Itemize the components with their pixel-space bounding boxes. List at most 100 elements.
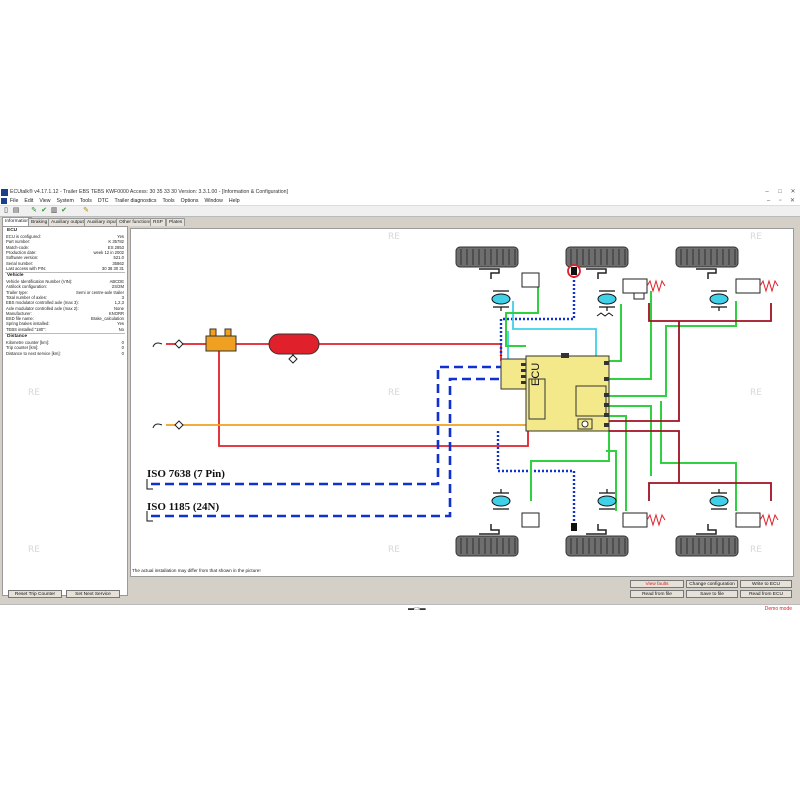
view-faults-button[interactable]: View faults <box>630 580 684 588</box>
air-reservoir <box>268 333 320 355</box>
change-configuration-button[interactable]: Change configuration <box>686 580 738 588</box>
info-row: ECU is configured:Yes <box>6 234 124 239</box>
height-sensor <box>596 312 614 317</box>
info-row: BSD file name:Brake_calculation <box>6 316 124 322</box>
check-icon[interactable]: ✔ <box>41 207 47 214</box>
tab-rsp[interactable]: RSP <box>150 218 166 226</box>
sensor-line-blue <box>496 276 576 529</box>
info-row: Software version:521.0 <box>6 255 124 261</box>
menu-help[interactable]: Help <box>228 198 240 204</box>
connection-icon: ▬▭▬ <box>408 606 426 612</box>
watermark: RE <box>388 232 400 242</box>
menu-bar: File Edit View System Tools DTC Trailer … <box>0 197 800 206</box>
menu-tools[interactable]: Tools <box>79 198 92 204</box>
toolbar: ▯ ▤ ✎ ✔ ▥ ✔ ✎ <box>0 206 800 217</box>
info-row: Production date:week 12 in 2002 <box>6 249 124 255</box>
child-minimize-icon[interactable]: – <box>766 198 771 204</box>
menu-tools-2[interactable]: Tools <box>162 198 175 204</box>
connector-bracket <box>146 479 153 522</box>
modulator-port-round <box>581 420 589 428</box>
set-next-service-button[interactable]: Set Next Service <box>66 590 120 598</box>
wheel-speed-sensor <box>571 523 577 531</box>
menu-view[interactable]: View <box>39 198 51 204</box>
tab-bar: Information Braking Auxiliary outputs Au… <box>0 217 800 226</box>
print-icon[interactable]: ▤ <box>12 207 20 214</box>
info-row: Serial number:35862 <box>6 260 124 266</box>
watermark: RE <box>388 388 400 398</box>
window-title: ECUtalk® v4.17.1.12 - Trailer EBS TEBS K… <box>10 189 288 195</box>
emergency-valve <box>205 328 237 352</box>
spring <box>646 279 779 527</box>
watermark: RE <box>28 388 40 398</box>
air-bellows <box>491 293 729 507</box>
close-icon[interactable]: ✕ <box>790 189 796 195</box>
electrical-line-blue <box>151 365 521 518</box>
minimize-icon[interactable]: – <box>765 189 769 195</box>
verify-icon[interactable]: ✔ <box>61 207 67 214</box>
installation-note: The actual installation may differ from … <box>132 568 261 573</box>
vehicle-heading: Vehicle <box>7 273 24 278</box>
watermark: RE <box>28 545 40 555</box>
schematic-svg: ECU ISO 7638 (7 Pin) ISO 1185 (24N) <box>146 246 779 557</box>
write-to-ecu-button[interactable]: Write to ECU <box>740 580 792 588</box>
info-row: Antilock configuration:2S/2M <box>6 284 124 290</box>
info-row: Trip counter [km]:0 <box>6 345 124 351</box>
distance-heading: Distance <box>7 334 27 339</box>
divider <box>5 333 125 334</box>
spring-brake-cylinder <box>622 278 761 528</box>
info-row: Vehicle Identification Number (VIN):ABCD… <box>6 279 124 284</box>
read-from-ecu-button[interactable]: Read from ECU <box>740 590 792 598</box>
info-row: Distance to next service [km]:0 <box>6 350 124 356</box>
connect-icon[interactable]: ✎ <box>31 207 37 214</box>
iso7638-label: ISO 7638 (7 Pin) <box>147 468 225 480</box>
sensor-box <box>521 272 645 528</box>
reset-trip-counter-button[interactable]: Reset Trip Counter <box>8 590 62 598</box>
child-close-icon[interactable]: ✕ <box>789 198 796 204</box>
menu-options[interactable]: Options <box>180 198 199 204</box>
menu-trailer-diagnostics[interactable]: Trailer diagnostics <box>114 198 157 204</box>
menu-window[interactable]: Window <box>204 198 223 204</box>
line-filter <box>174 339 298 430</box>
wrench-icon[interactable]: ✎ <box>83 207 89 214</box>
read-from-file-button[interactable]: Read from file <box>630 590 684 598</box>
brake-system-diagram: ECU ISO 7638 (7 Pin) ISO 1185 (24N) <box>130 228 794 577</box>
watermark: RE <box>388 545 400 555</box>
ebs-icon[interactable]: ▥ <box>50 207 58 214</box>
info-row: Part number:K 35782 <box>6 239 124 245</box>
menu-file[interactable]: File <box>10 198 19 204</box>
tab-other-functions[interactable]: Other functions <box>116 218 155 226</box>
save-to-file-button[interactable]: Save to file <box>686 590 738 598</box>
info-row: Axle modulator controlled axle (max 2):N… <box>6 305 124 311</box>
brake-actuator <box>479 268 717 535</box>
document-icon <box>1 198 7 204</box>
watermark: RE <box>750 545 762 555</box>
wheel <box>455 246 739 557</box>
demo-mode-indicator: Demo mode <box>764 606 792 612</box>
iso1185-label: ISO 1185 (24N) <box>147 501 219 513</box>
tab-plates[interactable]: Plates <box>166 218 186 226</box>
spring-brake-line-darkred <box>609 303 772 501</box>
info-row: TEBS installed "180":No <box>6 326 124 332</box>
maximize-icon[interactable]: □ <box>778 189 782 195</box>
info-row: Spring brakes installed:Yes <box>6 321 124 327</box>
menu-edit[interactable]: Edit <box>24 198 34 204</box>
child-restore-icon[interactable]: ▫ <box>779 198 782 204</box>
info-row: Kilometre counter [km]:0 <box>6 340 124 345</box>
menu-system[interactable]: System <box>56 198 74 204</box>
air-line-green <box>505 284 737 511</box>
modulator-ports <box>521 353 609 427</box>
watermark: RE <box>750 232 762 242</box>
supply-line-red <box>166 343 529 447</box>
tab-braking[interactable]: Braking <box>28 218 51 226</box>
wheel-tread <box>460 249 736 554</box>
app-icon <box>1 189 8 196</box>
info-row: Match-code:ES 2853 <box>6 244 124 250</box>
tab-auxiliary-input[interactable]: Auxiliary input <box>84 218 120 226</box>
info-row: Manufacturer:KNORR <box>6 310 124 316</box>
divider <box>5 272 125 273</box>
ebs-modulator <box>500 355 610 432</box>
new-file-icon[interactable]: ▯ <box>4 207 8 214</box>
info-row: Last access with PIN:30 38 30 31 <box>6 265 124 271</box>
coupling-head <box>152 342 163 429</box>
menu-dtc[interactable]: DTC <box>97 198 109 204</box>
